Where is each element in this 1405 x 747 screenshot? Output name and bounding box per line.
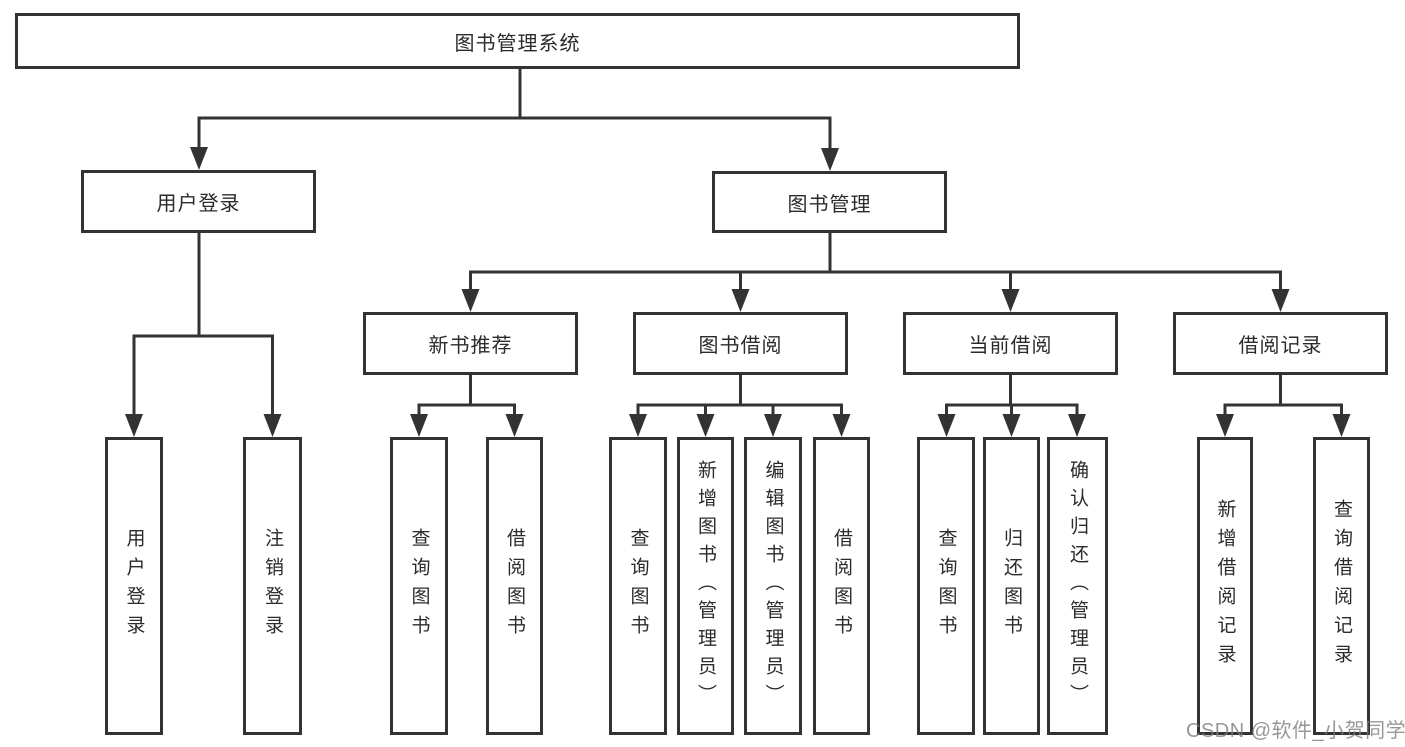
- node-new-book-recommend-label: 新书推荐: [428, 335, 513, 357]
- leaf-borrowing-query-books-label: 查询图书: [627, 528, 649, 644]
- leaf-add-borrow-record-label: 新增借阅记录: [1214, 499, 1236, 673]
- leaf-recommend-query-books-label: 查询图书: [408, 528, 430, 644]
- leaf-add-books-admin-label: 新增图书（管理员）: [695, 460, 716, 712]
- node-user-login-branch: 用户登录: [81, 170, 316, 233]
- watermark-text: CSDN @软件_小贺同学: [1186, 720, 1405, 742]
- leaf-borrowing-borrow-books: 借阅图书: [813, 437, 870, 735]
- node-book-management-branch: 图书管理: [712, 171, 947, 233]
- node-book-borrowing: 图书借阅: [633, 312, 848, 375]
- leaf-add-borrow-record: 新增借阅记录: [1197, 437, 1253, 735]
- leaf-return-books: 归还图书: [983, 437, 1040, 735]
- leaf-recommend-borrow-books: 借阅图书: [486, 437, 543, 735]
- node-book-borrowing-label: 图书借阅: [698, 335, 783, 357]
- leaf-query-borrow-record-label: 查询借阅记录: [1331, 499, 1352, 673]
- node-new-book-recommend: 新书推荐: [363, 312, 578, 375]
- node-user-login-branch-label: 用户登录: [156, 193, 241, 215]
- node-book-management-branch-label: 图书管理: [787, 193, 872, 216]
- leaf-add-books-admin: 新增图书（管理员）: [677, 437, 734, 735]
- leaf-edit-books-admin: 编辑图书（管理员）: [744, 437, 802, 735]
- leaf-current-query-books-label: 查询图书: [935, 528, 957, 644]
- leaf-logout: 注销登录: [243, 437, 302, 735]
- leaf-edit-books-admin-label: 编辑图书（管理员）: [762, 460, 784, 712]
- leaf-confirm-return-admin-label: 确认归还（管理员）: [1067, 460, 1088, 712]
- leaf-user-login: 用户登录: [105, 437, 163, 735]
- node-current-borrowing: 当前借阅: [903, 312, 1118, 375]
- leaf-return-books-label: 归还图书: [1001, 528, 1022, 644]
- leaf-user-login-label: 用户登录: [123, 528, 145, 644]
- leaf-current-query-books: 查询图书: [917, 437, 975, 735]
- node-borrowing-records-label: 借阅记录: [1238, 335, 1323, 357]
- leaf-query-borrow-record: 查询借阅记录: [1313, 437, 1370, 735]
- leaf-recommend-query-books: 查询图书: [390, 437, 448, 735]
- leaf-recommend-borrow-books-label: 借阅图书: [504, 528, 525, 644]
- node-root-system: 图书管理系统: [15, 13, 1020, 69]
- node-borrowing-records: 借阅记录: [1173, 312, 1388, 375]
- leaf-borrowing-query-books: 查询图书: [609, 437, 667, 735]
- node-root-system-label: 图书管理系统: [454, 32, 581, 55]
- node-current-borrowing-label: 当前借阅: [968, 335, 1053, 357]
- leaf-confirm-return-admin: 确认归还（管理员）: [1047, 437, 1108, 735]
- leaf-borrowing-borrow-books-label: 借阅图书: [831, 528, 852, 644]
- leaf-logout-label: 注销登录: [262, 528, 283, 644]
